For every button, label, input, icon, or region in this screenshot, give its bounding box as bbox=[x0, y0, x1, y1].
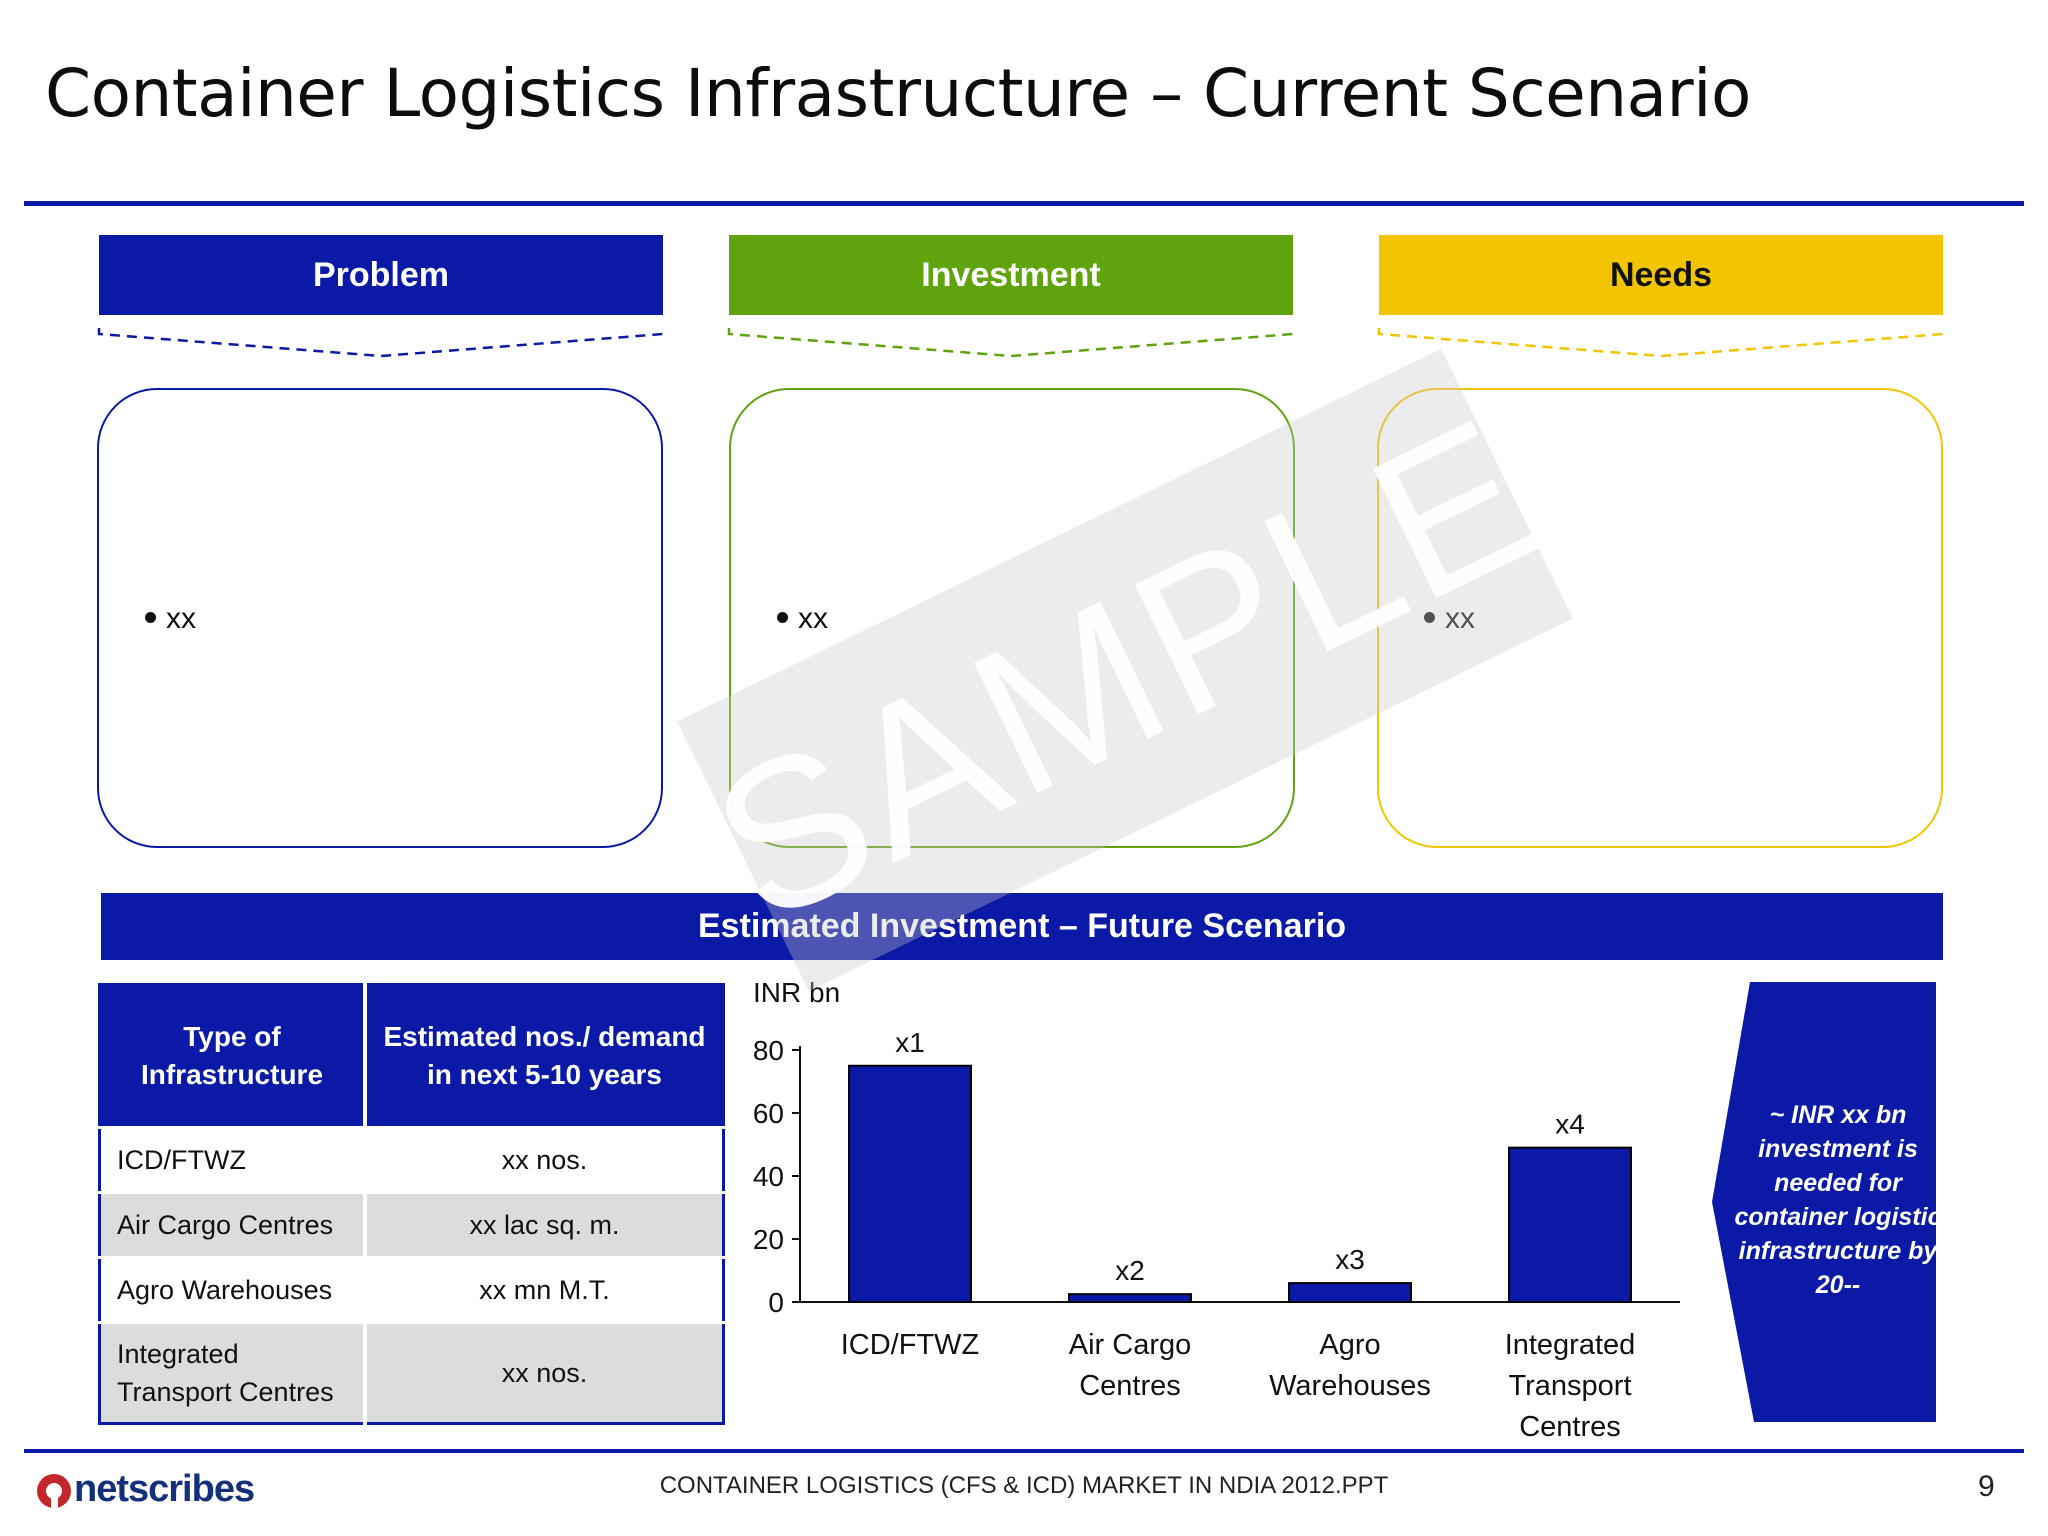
table-cell-demand: xx lac sq. m. bbox=[363, 1191, 724, 1258]
investment-callout: ~ INR xx bn investment is needed for con… bbox=[1734, 1101, 1942, 1299]
investment-box bbox=[729, 388, 1295, 848]
x-category-label: Centres bbox=[1079, 1370, 1181, 1402]
y-axis-unit-label: INR bn bbox=[753, 977, 840, 1008]
table-cell-demand: xx nos. bbox=[363, 1126, 724, 1193]
problem-header-label: Problem bbox=[312, 255, 450, 294]
callout-shape bbox=[1712, 982, 1936, 1422]
table-row: Air Cargo Centres xx lac sq. m. bbox=[99, 1191, 724, 1258]
problem-bullet: xx bbox=[145, 602, 196, 636]
logo-mark-icon bbox=[37, 1473, 71, 1508]
needs-chevron bbox=[1377, 328, 1945, 358]
page-title: Container Logistics Infrastructure – Cur… bbox=[45, 55, 1751, 132]
investment-header: Investment bbox=[729, 235, 1293, 315]
x-category-label: Agro bbox=[1319, 1329, 1380, 1361]
table-row: Agro Warehouses xx mn M.T. bbox=[99, 1256, 724, 1323]
table-cell-demand: xx nos. bbox=[363, 1321, 724, 1424]
y-tick-label: 60 bbox=[753, 1098, 784, 1129]
y-tick-label: 20 bbox=[753, 1224, 784, 1255]
page-number: 9 bbox=[1978, 1470, 1995, 1503]
infrastructure-table: Type of Infrastructure Estimated nos./ d… bbox=[98, 983, 725, 1425]
bullet-dot bbox=[145, 611, 156, 623]
bar-data-label: x2 bbox=[1115, 1255, 1145, 1286]
table-header-demand: Estimated nos./ demand in next 5-10 year… bbox=[363, 984, 724, 1128]
table-header-row: Type of Infrastructure Estimated nos./ d… bbox=[99, 984, 724, 1128]
x-category-label: Transport bbox=[1508, 1370, 1631, 1402]
problem-header: Problem bbox=[99, 235, 663, 315]
needs-box bbox=[1377, 388, 1943, 848]
table-cell-type: Air Cargo Centres bbox=[99, 1191, 365, 1258]
future-scenario-band: Estimated Investment – Future Scenario bbox=[101, 893, 1943, 960]
investment-header-label: Investment bbox=[921, 255, 1101, 294]
x-category-label: ICD/FTWZ bbox=[841, 1329, 980, 1361]
table-cell-type: Integrated Transport Centres bbox=[99, 1321, 365, 1424]
bar bbox=[1068, 1293, 1192, 1303]
table-row: ICD/FTWZ xx nos. bbox=[99, 1126, 724, 1193]
table-row: Integrated Transport Centres xx nos. bbox=[99, 1321, 724, 1424]
table-cell-type: ICD/FTWZ bbox=[99, 1126, 365, 1193]
bullet-dot bbox=[777, 611, 788, 623]
bar-data-label: x1 bbox=[895, 1027, 925, 1058]
table-cell-type: Agro Warehouses bbox=[99, 1256, 365, 1323]
investment-bullet: xx bbox=[777, 602, 828, 636]
problem-chevron bbox=[97, 328, 665, 358]
title-divider bbox=[24, 201, 2024, 206]
dashed-chevrons bbox=[97, 328, 1945, 358]
footer-title: CONTAINER LOGISTICS (CFS & ICD) MARKET I… bbox=[659, 1472, 1389, 1499]
investment-bullet-text: xx bbox=[798, 602, 828, 635]
table-cell-demand: xx mn M.T. bbox=[363, 1256, 724, 1323]
x-category-label: Centres bbox=[1519, 1411, 1621, 1443]
y-tick-label: 80 bbox=[753, 1035, 784, 1066]
netscribes-logo: netscribes bbox=[34, 1468, 255, 1511]
bullet-dot bbox=[1424, 611, 1435, 623]
bar bbox=[1508, 1146, 1632, 1303]
needs-bullet: xx bbox=[1424, 602, 1475, 636]
investment-chevron bbox=[727, 328, 1295, 358]
needs-header: Needs bbox=[1379, 235, 1943, 315]
table-header-type: Type of Infrastructure bbox=[99, 984, 365, 1128]
footer-divider bbox=[24, 1449, 2024, 1453]
future-scenario-band-label: Estimated Investment – Future Scenario bbox=[697, 907, 1347, 945]
y-tick-label: 0 bbox=[768, 1287, 784, 1318]
problem-box bbox=[97, 388, 663, 848]
x-category-label: Integrated bbox=[1505, 1329, 1636, 1361]
bar bbox=[1288, 1282, 1412, 1304]
logo-text: netscribes bbox=[74, 1468, 255, 1510]
needs-header-label: Needs bbox=[1609, 255, 1713, 294]
bar-data-label: x4 bbox=[1555, 1109, 1585, 1140]
bar-data-label: x3 bbox=[1335, 1244, 1365, 1275]
bar bbox=[848, 1064, 972, 1303]
problem-bullet-text: xx bbox=[166, 602, 196, 635]
x-category-label: Warehouses bbox=[1269, 1370, 1431, 1402]
needs-bullet-text: xx bbox=[1445, 602, 1475, 635]
x-category-label: Air Cargo bbox=[1069, 1329, 1192, 1361]
y-tick-label: 40 bbox=[753, 1161, 784, 1192]
